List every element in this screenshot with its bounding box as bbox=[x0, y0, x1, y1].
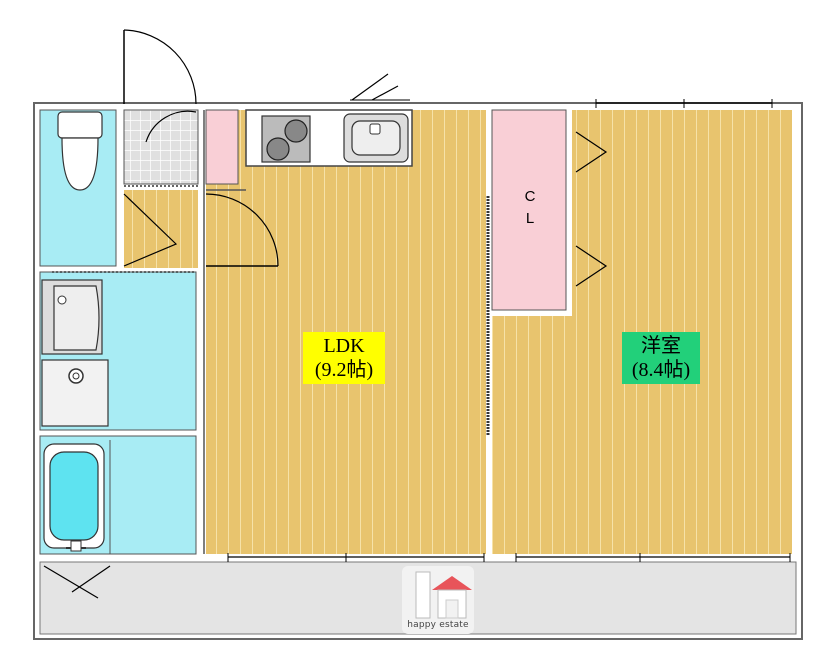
yoshitsu-label: 洋室 (8.4帖) bbox=[622, 332, 700, 384]
washer-drain-inner bbox=[72, 372, 80, 380]
vanity-drain bbox=[57, 295, 67, 305]
sink-basin bbox=[351, 120, 401, 156]
balcony-door-swing-2 bbox=[71, 565, 111, 593]
fridge-space bbox=[205, 109, 239, 185]
ldk-door-swing bbox=[205, 193, 279, 267]
yoshitsu-name: 洋室 bbox=[641, 335, 681, 357]
bath-faucet-handle bbox=[70, 540, 82, 552]
shoe-closet-swing bbox=[145, 110, 197, 143]
logo-text: happy estate bbox=[407, 620, 469, 630]
closet-door-swing-2-top bbox=[575, 245, 608, 287]
closet-door-swing-1-top bbox=[575, 131, 608, 173]
vanity-basin bbox=[53, 285, 100, 351]
toilet-bowl bbox=[61, 137, 99, 191]
entrance-tile bbox=[123, 109, 199, 185]
vent-top bbox=[351, 73, 399, 101]
toilet-tank bbox=[57, 111, 103, 139]
hall-door-swing bbox=[123, 193, 178, 267]
ldk-name: LDK bbox=[323, 335, 365, 357]
entrance-door-swing bbox=[123, 29, 197, 105]
yoshitsu-size: (8.4帖) bbox=[631, 359, 691, 381]
closet-label-line2: L bbox=[525, 210, 535, 227]
closet-label-line1: C bbox=[524, 188, 536, 205]
bathtub-basin bbox=[49, 451, 99, 541]
ldk-label: LDK (9.2帖) bbox=[303, 332, 385, 384]
sink-faucet bbox=[369, 123, 381, 135]
burner-1 bbox=[284, 119, 308, 143]
yoshitsu-floor-lower bbox=[492, 316, 572, 554]
house-logo-icon bbox=[415, 571, 472, 619]
burner-2 bbox=[266, 137, 290, 161]
closet-label: C L bbox=[520, 186, 540, 230]
company-logo: happy estate bbox=[402, 566, 474, 634]
ldk-size: (9.2帖) bbox=[314, 359, 374, 381]
balcony-door-swing bbox=[43, 565, 99, 599]
closet bbox=[491, 109, 567, 311]
